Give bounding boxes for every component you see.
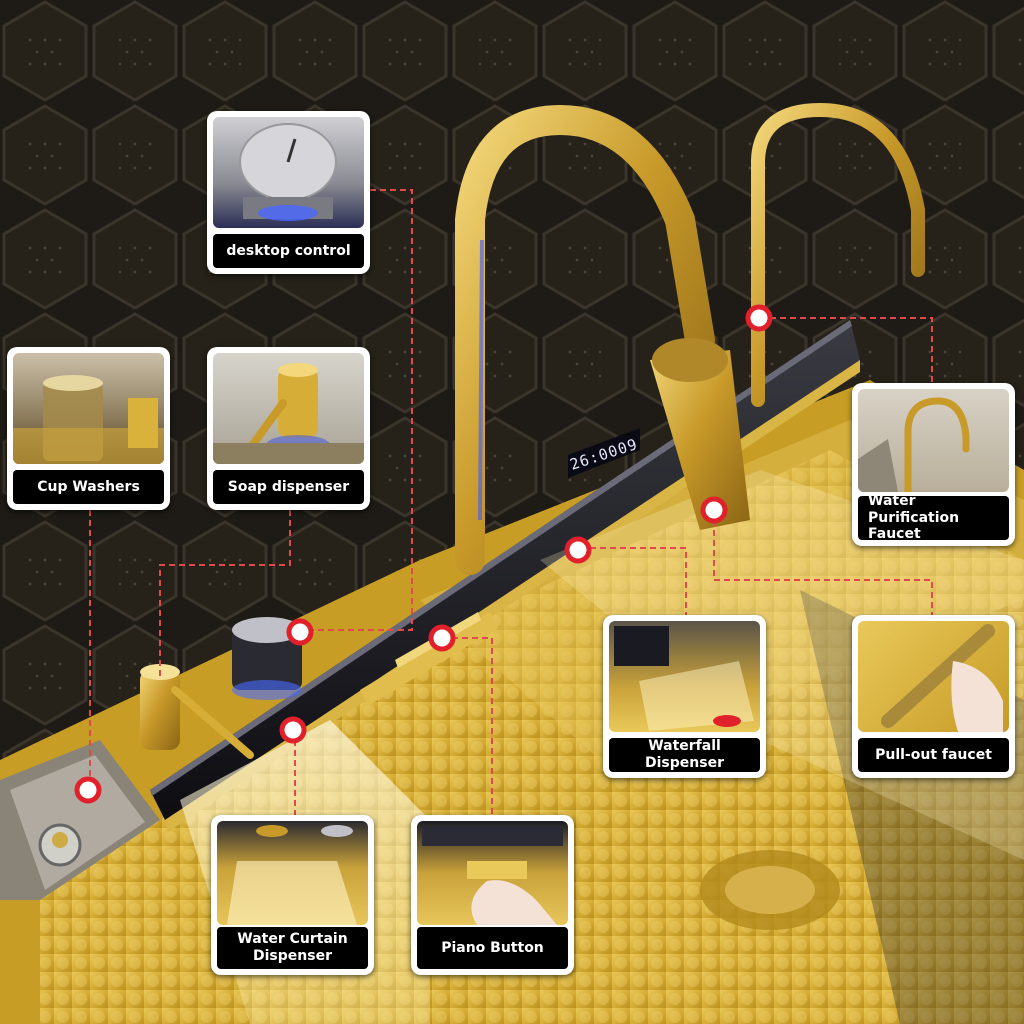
callout-pull-out-faucet: Pull-out faucet <box>852 615 1015 778</box>
water-curtain-label-line2: Dispenser <box>253 948 332 964</box>
callout-soap-dispenser: Soap dispenser <box>207 347 370 510</box>
callout-water-curtain-dispenser: Water Curtain Dispenser <box>211 815 374 975</box>
marker-water-curtain[interactable] <box>279 716 307 744</box>
waterfall-dispenser-photo <box>609 621 760 732</box>
piano-button-label: Piano Button <box>417 927 568 969</box>
callout-desktop-control: desktop control <box>207 111 370 274</box>
water-purification-photo <box>858 389 1009 492</box>
callout-water-purification-faucet: Water Purification Faucet <box>852 383 1015 546</box>
callout-cup-washers: Cup Washers <box>7 347 170 510</box>
marker-cup-washers[interactable] <box>74 776 102 804</box>
marker-purification-faucet[interactable] <box>745 304 773 332</box>
marker-piano-button[interactable] <box>428 624 456 652</box>
waterfall-dispenser-label: Waterfall Dispenser <box>609 738 760 772</box>
pull-out-faucet-photo <box>858 621 1009 732</box>
callout-piano-button: Piano Button <box>411 815 574 975</box>
desktop-control-label: desktop control <box>213 234 364 268</box>
pull-out-faucet-label: Pull-out faucet <box>858 738 1009 772</box>
piano-button-photo <box>417 821 568 925</box>
cup-washers-label: Cup Washers <box>13 470 164 504</box>
marker-pull-out-faucet[interactable] <box>700 496 728 524</box>
water-curtain-label: Water Curtain Dispenser <box>217 927 368 969</box>
marker-desktop-control[interactable] <box>286 618 314 646</box>
water-purification-label-line2: Faucet <box>868 526 921 543</box>
purification-faucet-graphic <box>751 102 925 407</box>
desktop-control-graphic <box>232 617 302 700</box>
water-purification-label: Water Purification Faucet <box>858 492 1009 543</box>
leader-lines <box>89 189 933 815</box>
water-curtain-label-line1: Water Curtain <box>237 931 348 948</box>
callout-waterfall-dispenser: Waterfall Dispenser <box>603 615 766 778</box>
soap-dispenser-photo <box>213 353 364 464</box>
hotspot-markers <box>74 304 773 804</box>
cup-washers-photo <box>13 353 164 464</box>
main-faucet-graphic <box>455 104 750 575</box>
marker-waterfall-dispenser[interactable] <box>564 536 592 564</box>
desktop-control-photo <box>213 117 364 228</box>
soap-dispenser-label: Soap dispenser <box>213 470 364 504</box>
cup-washer-graphic <box>0 740 160 900</box>
water-purification-label-line1: Water Purification <box>868 492 960 526</box>
water-curtain-photo <box>217 821 368 925</box>
